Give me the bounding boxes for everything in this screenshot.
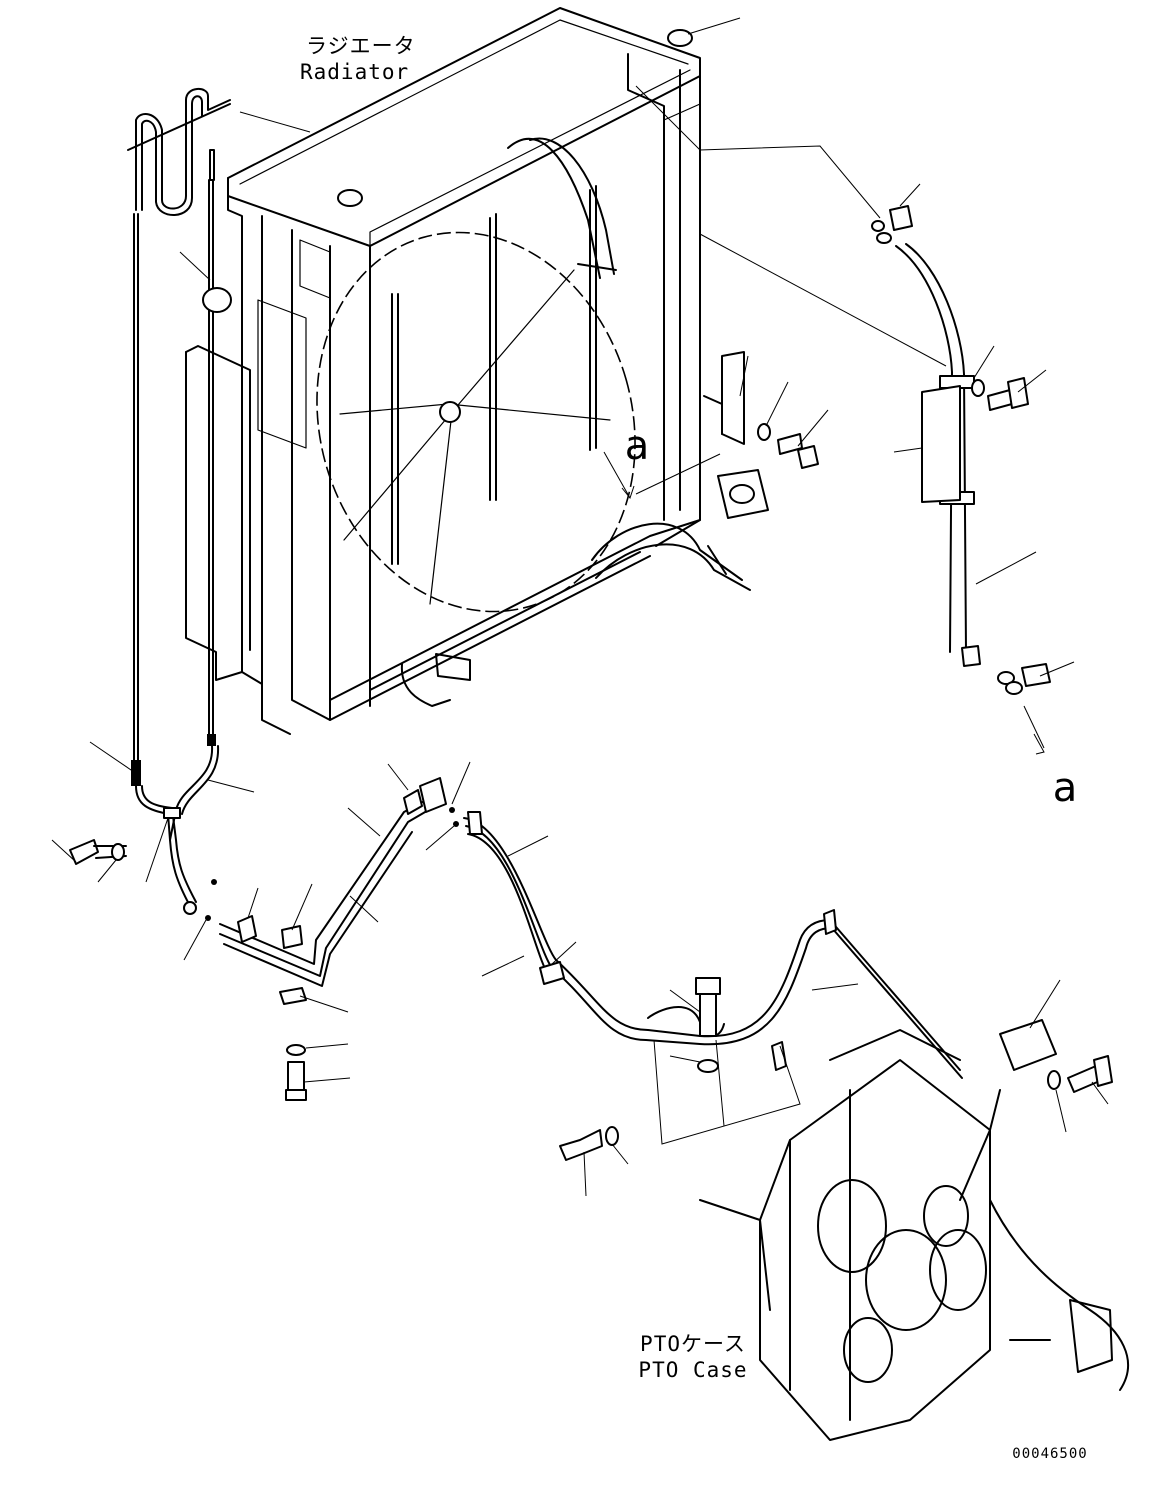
radiator-label-en: Radiator (300, 60, 410, 84)
view-a-marker-top: a (624, 423, 650, 469)
view-a-marker-right: a (1052, 765, 1078, 811)
drawing-number: 00046500 (1012, 1446, 1088, 1462)
middle-pipe-assembly (219, 777, 459, 1101)
left-supply-pipes (69, 88, 232, 921)
pto-pipe-assembly (463, 811, 1113, 1161)
radiator-label-jp: ラジエータ (306, 34, 416, 58)
pto-case-label-jp: PTOケース (640, 1332, 746, 1356)
leader-lines (51, 17, 1109, 1197)
radiator-assembly (185, 7, 769, 735)
pto-case (699, 1029, 1130, 1441)
pto-case-label-en: PTO Case (638, 1358, 748, 1382)
overflow-hose (667, 29, 1051, 695)
